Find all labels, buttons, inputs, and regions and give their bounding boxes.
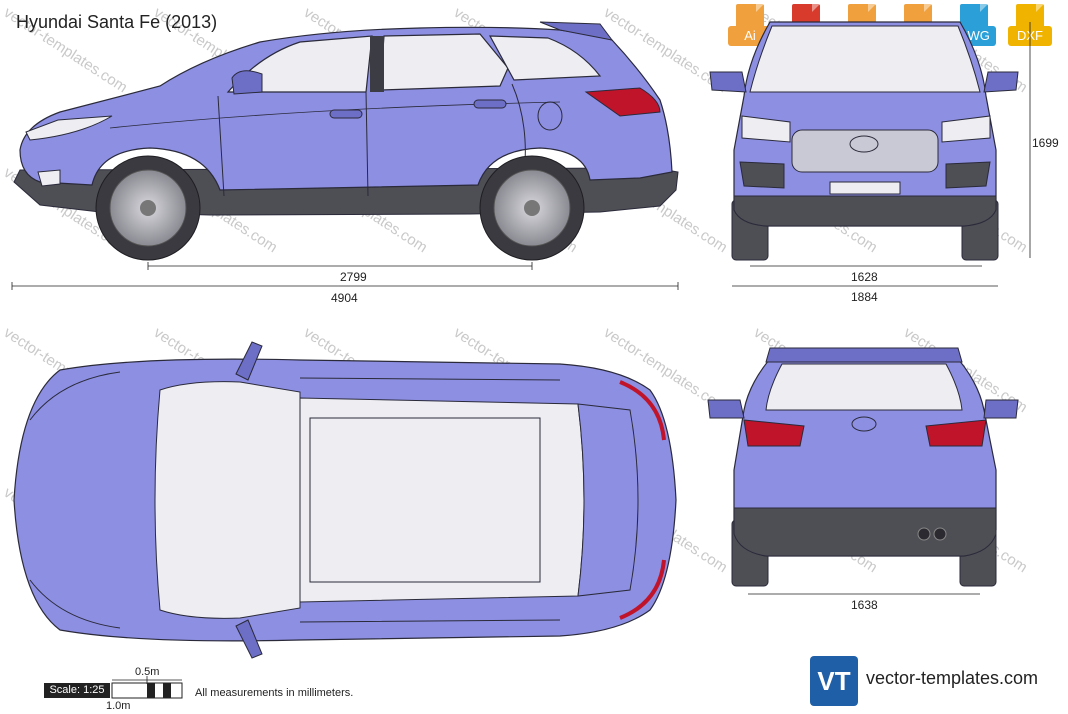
file-fold-icon	[924, 4, 932, 12]
top-hood-right	[29, 579, 121, 629]
rear-taillight-left	[743, 419, 805, 447]
rear-exhaust-left	[917, 527, 931, 541]
rear-exhaust-right	[933, 527, 947, 541]
top-taillight-left	[619, 559, 666, 620]
dim-rear-track: 1638	[851, 598, 878, 612]
rear-taillight-right	[925, 419, 987, 447]
side-fuel-cap	[537, 101, 563, 131]
dim-width: 1884	[851, 290, 878, 304]
side-dim-ticks	[11, 262, 679, 290]
top-sunroof	[309, 417, 541, 583]
site-logo-text: vector-templates.com	[866, 668, 1039, 688]
dim-length: 4904	[331, 291, 358, 305]
side-wheel-front	[95, 155, 201, 261]
front-fog-left	[739, 161, 785, 189]
rear-badge	[851, 416, 877, 432]
side-fog-light	[37, 169, 61, 187]
top-side-windows	[299, 377, 561, 623]
front-mirror-left	[709, 71, 747, 93]
scale-half-meter: 0.5m	[135, 666, 160, 678]
side-headlight	[25, 115, 113, 141]
top-hood-left	[29, 371, 121, 421]
dim-wheelbase: 2799	[340, 270, 367, 284]
file-fold-icon	[1036, 4, 1044, 12]
rear-bumper	[733, 507, 997, 557]
side-spoiler	[539, 21, 614, 41]
front-headlight-right	[941, 115, 991, 143]
rear-view	[707, 347, 1019, 595]
top-rear-window	[577, 403, 639, 597]
rear-spoiler	[765, 347, 963, 363]
file-fold-icon	[756, 4, 764, 12]
scale-label: Scale: 1:25	[44, 683, 110, 698]
side-view	[11, 21, 679, 290]
front-windshield	[749, 25, 981, 93]
front-view	[709, 21, 1031, 287]
top-windshield	[154, 381, 301, 619]
top-taillight-right	[619, 380, 666, 441]
file-fold-icon	[812, 4, 820, 12]
file-fold-icon	[980, 4, 988, 12]
front-badge	[849, 135, 879, 153]
scale-bar	[111, 676, 183, 699]
front-headlight-left	[741, 115, 791, 143]
side-b-pillar	[370, 36, 384, 92]
top-mirror-top	[235, 341, 263, 381]
page-title: Hyundai Santa Fe (2013)	[16, 12, 218, 32]
dim-front-track: 1628	[851, 270, 878, 284]
vt-logo-icon: VT	[810, 656, 858, 706]
measurement-note: All measurements in millimeters.	[195, 687, 354, 699]
top-view	[13, 341, 677, 659]
front-fog-right	[945, 161, 991, 189]
side-wheel-rear	[479, 155, 585, 261]
top-mirror-bottom	[235, 619, 263, 659]
rear-mirror-right	[983, 399, 1019, 419]
front-lower-bumper	[733, 195, 997, 227]
side-window-quarter	[488, 35, 602, 81]
front-plate	[829, 181, 901, 195]
front-mirror-right	[983, 71, 1019, 93]
rear-mirror-left	[707, 399, 745, 419]
side-mirror	[231, 70, 263, 95]
top-roof	[299, 397, 585, 603]
side-door-handle-rear	[473, 99, 507, 109]
file-fold-icon	[868, 4, 876, 12]
scale-meter: 1.0m	[106, 700, 131, 712]
dim-height: 1699	[1032, 136, 1059, 150]
side-door-handle-front	[329, 109, 363, 119]
front-grille	[791, 129, 939, 173]
vt-logo-text: VT	[817, 666, 850, 696]
side-taillight	[584, 87, 661, 117]
rear-window	[765, 363, 963, 411]
